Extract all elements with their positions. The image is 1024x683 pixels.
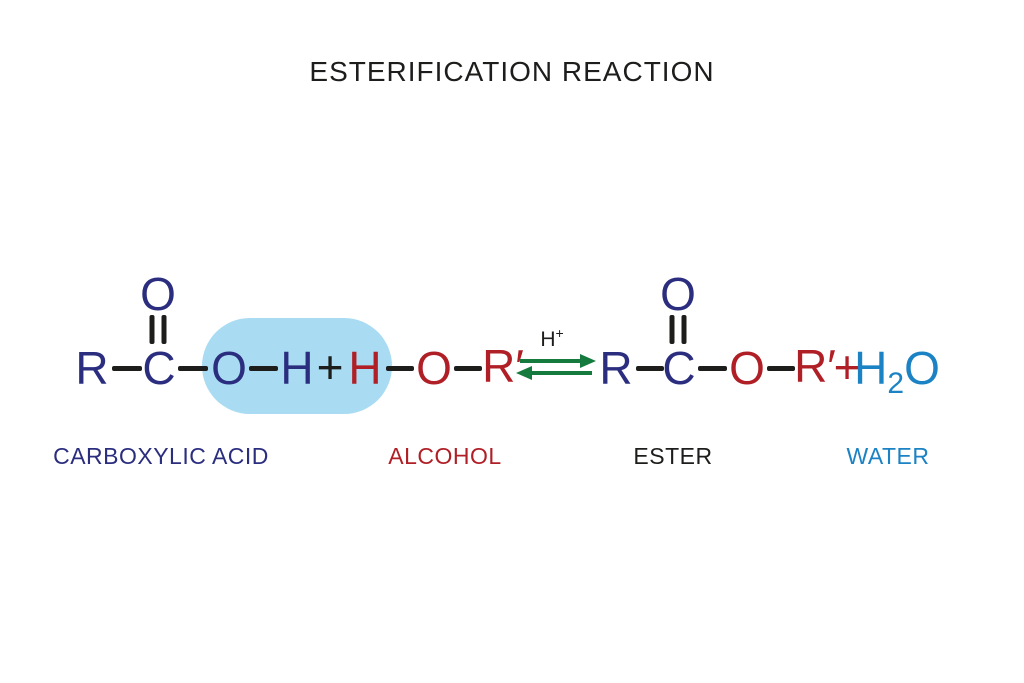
single-bond — [112, 366, 142, 371]
label-alcohol: ALCOHOL — [388, 443, 502, 469]
label-water: WATER — [846, 443, 930, 469]
ester-atom-o-carbonyl: O — [660, 268, 696, 320]
acid-atom-h: H — [280, 342, 314, 394]
alcohol-atom-h: H — [348, 342, 382, 394]
single-bond — [698, 366, 727, 371]
double-bond — [669, 315, 687, 344]
acid-atom-o-carbonyl: O — [140, 268, 176, 320]
highlight-pill — [202, 318, 392, 414]
plus-sign-left: + — [316, 341, 344, 393]
label-ester: ESTER — [633, 443, 713, 469]
acid-atom-o-hydroxyl: O — [211, 342, 247, 394]
single-bond — [386, 366, 414, 371]
water-o: O — [904, 342, 940, 394]
water-subscript: 2 — [887, 367, 905, 400]
ester-atom-r: R — [599, 342, 633, 394]
plus-sign-right: + — [833, 341, 861, 393]
diagram-title: ESTERIFICATION REACTION — [309, 56, 715, 87]
single-bond — [178, 366, 208, 371]
ester-atom-c: C — [662, 342, 696, 394]
alcohol-atom-r-prime: R′ — [482, 340, 524, 392]
ester-atom-o-ester: O — [729, 342, 765, 394]
equilibrium-arrows-icon — [516, 354, 596, 380]
double-bond — [149, 315, 167, 344]
label-carboxylic-acid: CARBOXYLIC ACID — [53, 443, 269, 469]
catalyst-charge: + — [555, 325, 564, 341]
catalyst-symbol: H — [540, 328, 556, 351]
acid-atom-c: C — [142, 342, 176, 394]
water-formula: H2O — [854, 342, 940, 399]
water-h: H — [854, 342, 888, 394]
single-bond — [636, 366, 664, 371]
catalyst-h-plus: H+ — [540, 326, 563, 350]
alcohol-atom-o: O — [416, 342, 452, 394]
single-bond — [454, 366, 482, 371]
single-bond — [767, 366, 795, 371]
ester-atom-r-prime: R′ — [794, 340, 836, 392]
single-bond — [249, 366, 278, 371]
acid-atom-r: R — [75, 342, 109, 394]
